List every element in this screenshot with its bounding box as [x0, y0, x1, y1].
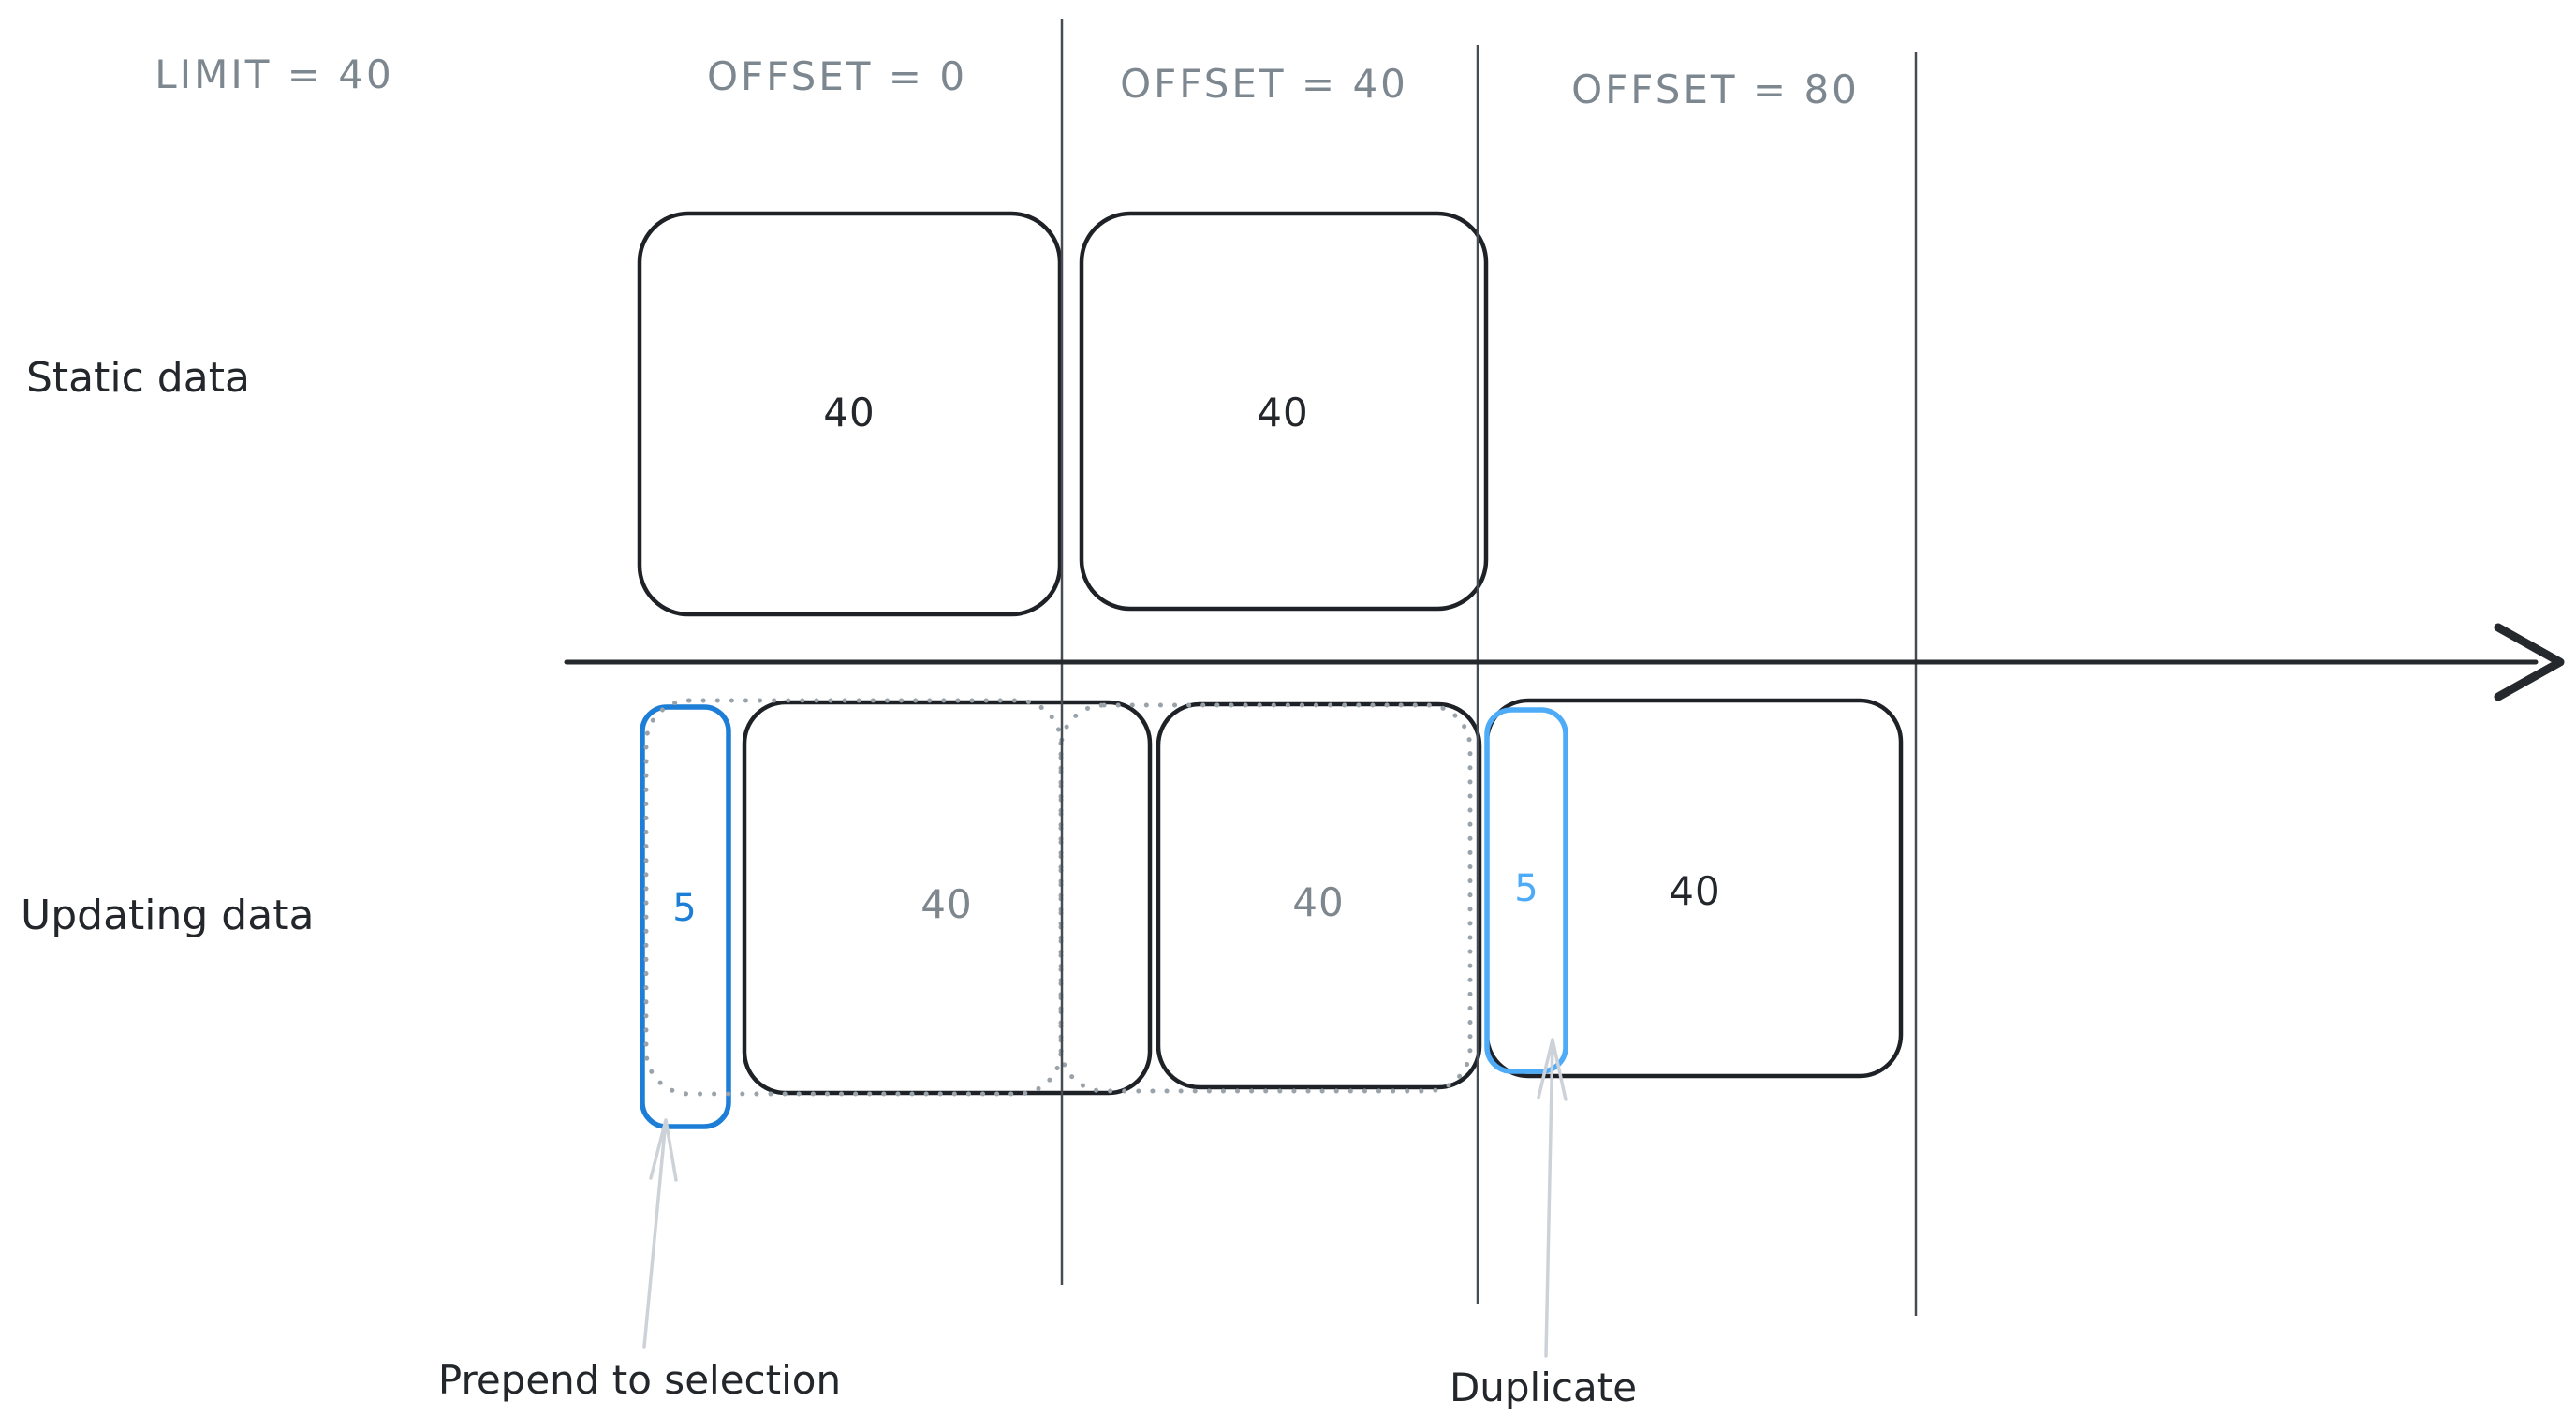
- prepend-annotation-label: Prepend to selection: [438, 1357, 841, 1403]
- limit-header-label: LIMIT = 40: [155, 52, 393, 97]
- static-page-2-box: [1079, 211, 1489, 612]
- static-page-1-box: [637, 211, 1063, 617]
- updating-page-2-box: [1156, 701, 1482, 1090]
- static-page-2-count: 40: [1257, 390, 1308, 435]
- duplicate-annotation-label: Duplicate: [1450, 1364, 1637, 1410]
- duplicate-annotation-arrow: [1537, 1038, 1568, 1358]
- offset-40-header-label: OFFSET = 40: [1120, 61, 1408, 107]
- duplicate-items-box: [1484, 707, 1568, 1074]
- updating-page-1-count: 40: [920, 881, 972, 927]
- updating-page-3-count: 40: [1669, 868, 1720, 914]
- offset-80-header-label: OFFSET = 80: [1571, 66, 1860, 112]
- updating-page-2-count: 40: [1292, 879, 1344, 925]
- prepended-items-box: [640, 704, 731, 1129]
- timeline-arrow: [564, 623, 2565, 701]
- duplicate-items-count: 5: [1514, 867, 1538, 910]
- previous-window-2-dotted-box: [1058, 702, 1473, 1094]
- offset-0-header-label: OFFSET = 0: [707, 53, 967, 99]
- static-page-1-count: 40: [823, 390, 875, 435]
- updating-row-label: Updating data: [21, 892, 314, 939]
- prepend-annotation-arrow: [642, 1118, 678, 1349]
- static-row-label: Static data: [26, 354, 250, 402]
- updating-page-1-box: [742, 700, 1153, 1096]
- prepended-items-count: 5: [672, 887, 696, 930]
